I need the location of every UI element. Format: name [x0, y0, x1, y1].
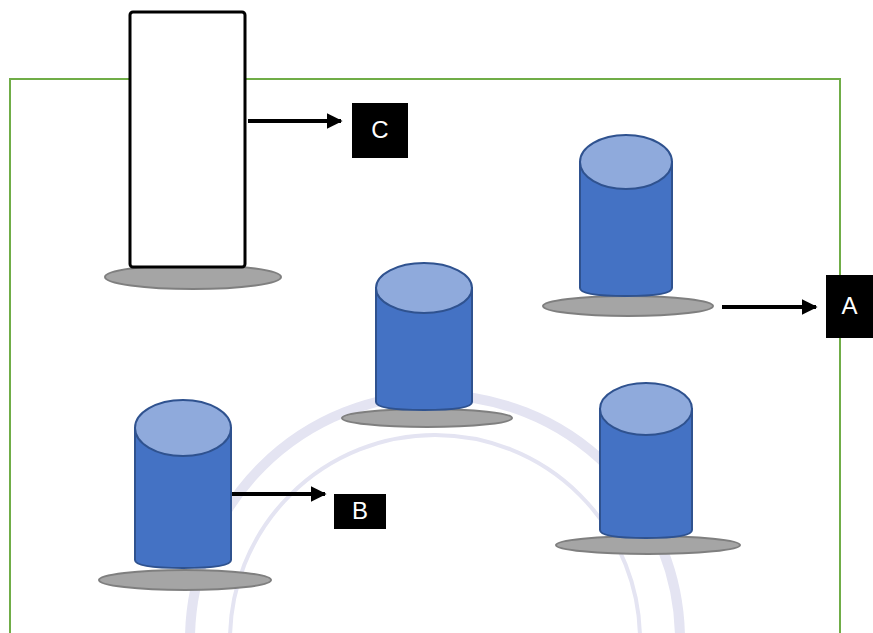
leader-arrow — [232, 492, 325, 496]
callout-letter: A — [841, 293, 857, 319]
label-box: B — [334, 494, 386, 529]
callout-letter: B — [352, 498, 368, 524]
cylinder-top — [600, 383, 692, 435]
cylinder-top — [135, 400, 231, 456]
base-disc — [342, 409, 512, 427]
label-box: C — [352, 103, 408, 158]
leader-arrow — [248, 119, 341, 123]
cylinder-top — [580, 135, 672, 189]
base-disc — [105, 265, 281, 289]
leader-arrow — [722, 305, 816, 309]
cylinder-top — [376, 263, 472, 313]
base-disc — [99, 570, 271, 590]
white-cylinder — [130, 12, 245, 267]
label-box: A — [826, 275, 873, 338]
base-disc — [543, 296, 713, 316]
callout-letter: C — [371, 117, 388, 143]
